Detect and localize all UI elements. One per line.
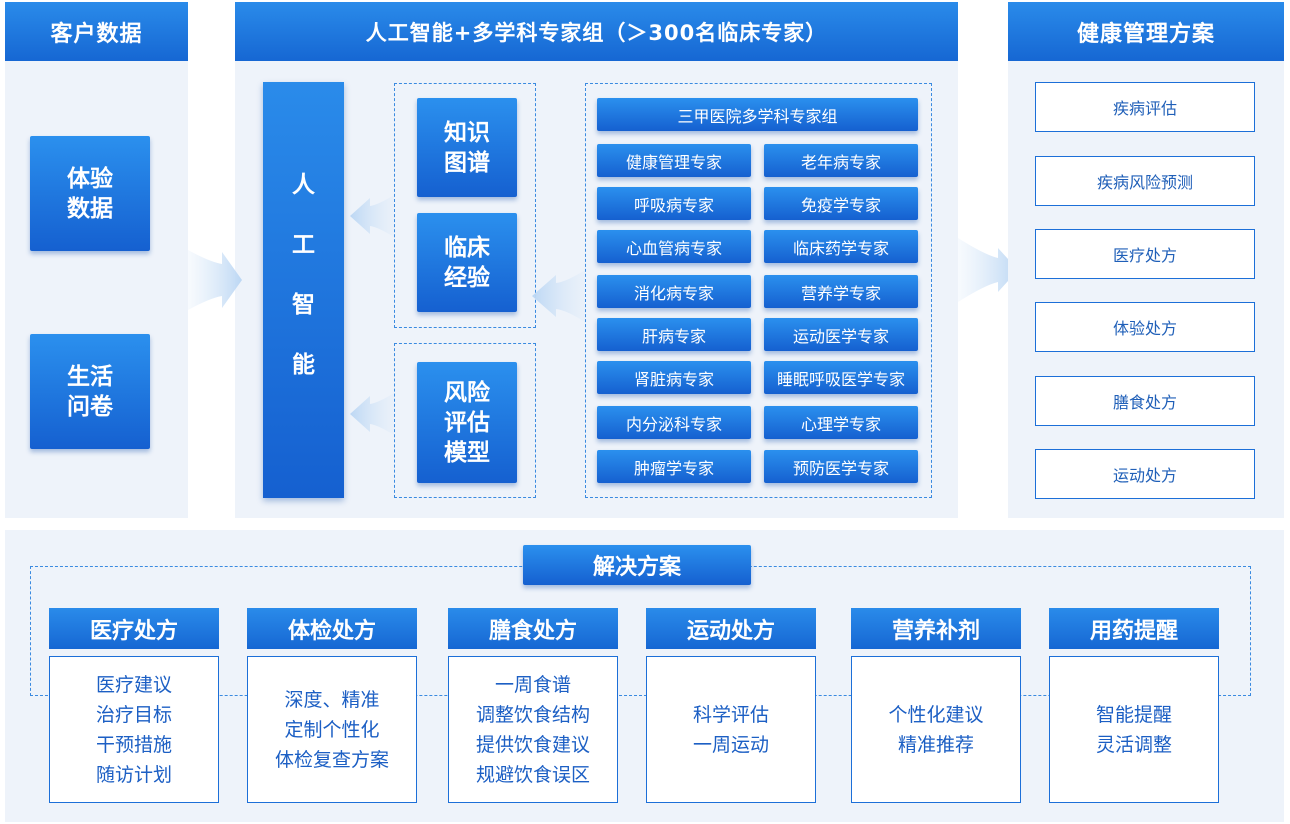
expert-item: 肿瘤学专家: [597, 450, 751, 483]
solution-header: 解决方案: [523, 545, 751, 585]
clinical-experience-card: 临床 经验: [417, 213, 517, 312]
expert-item: 心血管病专家: [597, 230, 751, 263]
solution-card-body: 深度、精准定制个性化体检复查方案: [247, 656, 417, 803]
expert-item: 健康管理专家: [597, 144, 751, 177]
expert-item: 内分泌科专家: [597, 406, 751, 439]
card-line: 经验: [444, 264, 490, 291]
solution-card-body: 医疗建议治疗目标干预措施随访计划: [49, 656, 219, 803]
solution-card-line: 提供饮食建议: [475, 733, 590, 756]
card-line: 临床: [444, 234, 490, 261]
knowledge-graph-card: 知识 图谱: [417, 98, 517, 197]
expert-item: 免疫学专家: [764, 187, 918, 220]
solution-card-title: 用药提醒: [1049, 608, 1219, 649]
solution-card-body: 一周食谱调整饮食结构提供饮食建议规避饮食误区: [448, 656, 618, 803]
solution-card-line: 一周运动: [692, 733, 769, 756]
solution-card-line: 医疗建议: [95, 673, 172, 696]
card-line: 图谱: [444, 149, 490, 176]
expert-item: 消化病专家: [597, 275, 751, 308]
card-line: 体验: [67, 165, 113, 192]
experts-header: 人工智能+多学科专家组（＞300名临床专家）: [235, 2, 958, 61]
solution-card-line: 一周食谱: [494, 673, 571, 696]
experience-data-card: 体验 数据: [30, 136, 150, 251]
health-plan-item: 医疗处方: [1035, 229, 1255, 279]
health-plan-header: 健康管理方案: [1008, 2, 1284, 61]
solution-card-line: 精准推荐: [897, 733, 974, 756]
solution-card-line: 干预措施: [95, 733, 172, 756]
expert-group-title: 三甲医院多学科专家组: [597, 98, 918, 131]
expert-item: 预防医学专家: [764, 450, 918, 483]
solution-card-line: 灵活调整: [1095, 733, 1172, 756]
solution-card-line: 随访计划: [95, 763, 172, 786]
solution-card-title: 体检处方: [247, 608, 417, 649]
solution-card-line: 治疗目标: [95, 703, 172, 726]
solution-card-body: 智能提醒灵活调整: [1049, 656, 1219, 803]
expert-item: 老年病专家: [764, 144, 918, 177]
expert-item: 呼吸病专家: [597, 187, 751, 220]
card-line: 评估: [444, 409, 490, 436]
solution-card-title: 医疗处方: [49, 608, 219, 649]
card-line: 模型: [444, 439, 490, 466]
risk-model-group: [394, 343, 536, 498]
ai-char: 能: [292, 352, 315, 378]
health-plan-item: 运动处方: [1035, 449, 1255, 499]
ai-char: 人: [292, 172, 315, 198]
solution-card-line: 定制个性化: [284, 718, 380, 741]
ai-char: 智: [292, 292, 315, 318]
expert-item: 临床药学专家: [764, 230, 918, 263]
card-line: 问卷: [67, 393, 113, 420]
expert-item: 运动医学专家: [764, 318, 918, 351]
health-plan-item: 膳食处方: [1035, 376, 1255, 426]
card-line: 数据: [67, 195, 113, 222]
expert-item: 肝病专家: [597, 318, 751, 351]
solution-card-body: 个性化建议精准推荐: [851, 656, 1021, 803]
expert-item: 睡眠呼吸医学专家: [764, 361, 918, 394]
life-questionnaire-card: 生活 问卷: [30, 334, 150, 449]
health-plan-item: 疾病风险预测: [1035, 156, 1255, 206]
ai-char: 工: [292, 232, 315, 258]
risk-model-card: 风险 评估 模型: [417, 362, 517, 483]
solution-card-line: 规避饮食误区: [475, 763, 590, 786]
knowledge-group: [394, 83, 536, 328]
solution-card-line: 调整饮食结构: [475, 703, 590, 726]
card-line: 生活: [67, 363, 113, 390]
solution-card-body: 科学评估一周运动: [646, 656, 816, 803]
solution-card-title: 营养补剂: [851, 608, 1021, 649]
card-line: 知识: [444, 119, 490, 146]
solution-card-line: 智能提醒: [1095, 703, 1172, 726]
solution-card-line: 科学评估: [692, 703, 769, 726]
arrow-right-icon: [188, 250, 242, 310]
expert-item: 营养学专家: [764, 275, 918, 308]
customer-data-header: 客户数据: [5, 2, 188, 61]
expert-item: 心理学专家: [764, 406, 918, 439]
expert-item: 肾脏病专家: [597, 361, 751, 394]
solution-card-title: 膳食处方: [448, 608, 618, 649]
expert-group-box: [585, 83, 932, 498]
card-line: 风险: [444, 379, 490, 406]
health-plan-item: 疾病评估: [1035, 82, 1255, 132]
health-plan-item: 体验处方: [1035, 302, 1255, 352]
ai-column: 人 工 智 能: [263, 82, 344, 498]
solution-card-line: 个性化建议: [888, 703, 984, 726]
solution-card-title: 运动处方: [646, 608, 816, 649]
solution-card-line: 体检复查方案: [274, 748, 389, 771]
solution-card-line: 深度、精准: [284, 688, 380, 711]
